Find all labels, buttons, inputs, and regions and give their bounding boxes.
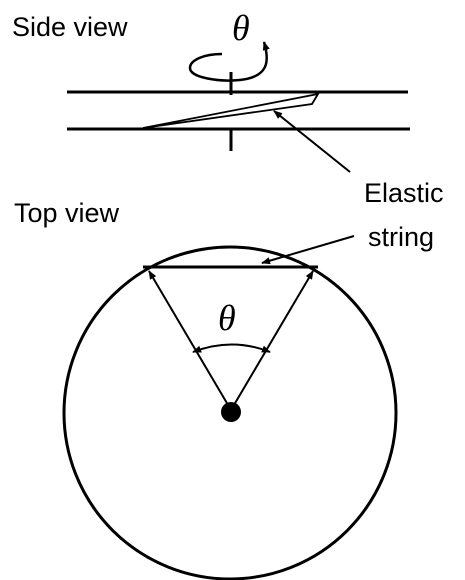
rotation-arrow-icon [188,41,270,82]
theta-side-label: θ [232,8,250,48]
string-side-view [142,92,320,129]
disk-circle [62,245,398,580]
radius-right-arrow [230,270,314,411]
center-pivot-dot [221,402,241,422]
string-pointer-side [273,110,351,173]
top-view-label: Top view [14,198,120,228]
theta-top-label: θ [218,298,236,338]
top-view-group: Top view θ [14,198,398,580]
radius-left-arrow [148,270,232,411]
elastic-label: Elastic [364,178,444,208]
angle-arc [192,343,271,353]
string-label: string [368,222,434,252]
side-view-label: Side view [12,12,128,42]
string-pointer-top [261,235,355,265]
side-view-group: Side view θ [12,8,410,173]
